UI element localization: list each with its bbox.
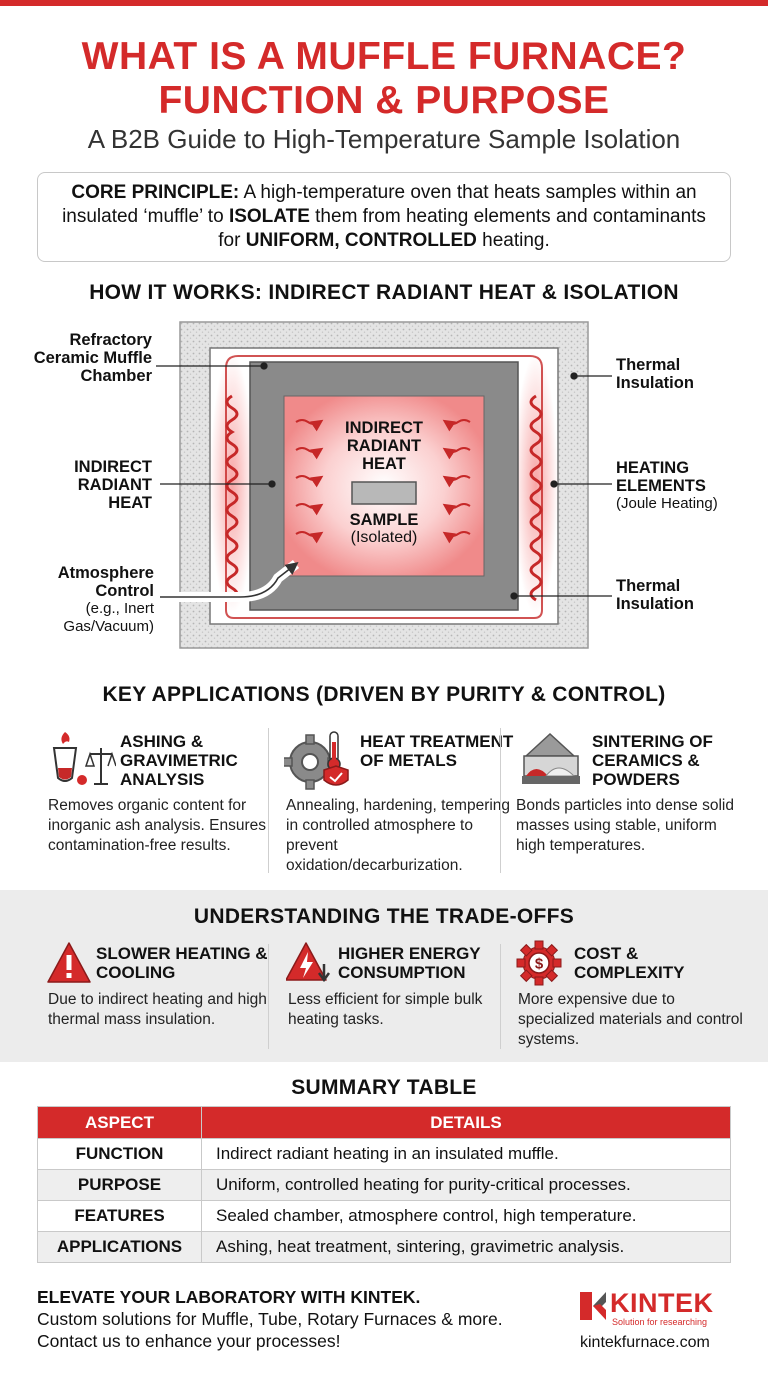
label-heating-sub: (Joule Heating) <box>616 495 718 512</box>
core-text-1: A high-temperature oven that heats sampl… <box>62 182 697 227</box>
label-atmosphere-sub: (e.g., Inert Gas/Vacuum) <box>63 600 154 635</box>
top-accent-bar <box>0 0 768 6</box>
tradeoff-slower-heating: SLOWER HEATING & COOLING Due to indirect… <box>40 940 280 1060</box>
energy-warning-icon <box>286 942 331 983</box>
tradeoff-energy-consumption: HIGHER ENERGY CONSUMPTION Less efficient… <box>280 940 520 1060</box>
tradeoff-title: HIGHER ENERGY CONSUMPTION <box>338 944 481 982</box>
summary-table: ASPECT DETAILS FUNCTION Indirect radiant… <box>37 1106 731 1263</box>
cost-gear-icon: $ <box>516 940 562 986</box>
powder-kiln-icon <box>522 732 580 784</box>
leader-lines <box>156 362 612 600</box>
kintek-logo: KINTEK Solution for researching <box>578 1288 738 1328</box>
label-indirect-heat-left: INDIRECT RADIANT HEAT <box>74 458 152 512</box>
tradeoff-cost-complexity: $ COST & COMPLEXITY More expensive due t… <box>510 940 750 1060</box>
table-row: FEATURES Sealed chamber, atmosphere cont… <box>37 1200 731 1232</box>
cta-line-2: Contact us to enhance your processes! <box>37 1331 341 1351</box>
core-emph-isolate: ISOLATE <box>228 206 310 227</box>
summary-heading: SUMMARY TABLE <box>291 1076 477 1099</box>
heating-coil-right <box>529 394 543 602</box>
brand-name: KINTEK <box>610 1288 714 1318</box>
website-link[interactable]: kintekfurnace.com <box>580 1334 710 1351</box>
tradeoff-title: COST & COMPLEXITY <box>574 944 685 982</box>
core-text-3: heating. <box>476 230 550 251</box>
application-title: HEAT TREATMENT OF METALS <box>360 732 514 770</box>
tradeoff-desc: Due to indirect heating and high thermal… <box>48 991 267 1028</box>
application-desc: Removes organic content for inorganic as… <box>48 797 266 854</box>
row-details: Uniform, controlled heating for purity-c… <box>201 1169 731 1201</box>
page-title-line-1: WHAT IS A MUFFLE FURNACE? <box>81 35 687 78</box>
tradeoff-desc: More expensive due to specialized materi… <box>518 991 743 1048</box>
application-title: ASHING & GRAVIMETRIC ANALYSIS <box>120 732 238 789</box>
cta-headline: ELEVATE YOUR LABORATORY WITH KINTEK. <box>37 1287 421 1307</box>
brand-tagline: Solution for researching <box>612 1317 708 1327</box>
divider <box>500 944 501 1049</box>
label-atmosphere-control: Atmosphere Control (e.g., Inert Gas/Vacu… <box>14 564 154 636</box>
core-principle-label: CORE PRINCIPLE: <box>71 182 240 203</box>
page-subtitle: A B2B Guide to High-Temperature Sample I… <box>87 124 681 154</box>
table-row: PURPOSE Uniform, controlled heating for … <box>37 1169 731 1201</box>
gear-thermometer-icon <box>284 731 349 790</box>
label-center-radiant-heat: INDIRECT RADIANT HEAT <box>345 419 423 473</box>
divider <box>268 944 269 1049</box>
label-thermal-insulation-bottom: Thermal Insulation <box>616 577 694 613</box>
application-heat-treatment: HEAT TREATMENT OF METALS Annealing, hard… <box>276 724 516 874</box>
application-desc: Annealing, hardening, tempering in contr… <box>286 797 511 874</box>
applications-heading: KEY APPLICATIONS (DRIVEN BY PURITY & CON… <box>102 683 666 706</box>
tradeoff-title: SLOWER HEATING & COOLING <box>96 944 268 982</box>
divider <box>268 728 269 873</box>
label-sample-sub: (Isolated) <box>350 529 418 546</box>
core-text-2: them from heating elements and contamina… <box>218 206 706 251</box>
tradeoffs-heading: UNDERSTANDING THE TRADE-OFFS <box>193 905 575 928</box>
row-aspect: APPLICATIONS <box>37 1231 202 1263</box>
col-aspect: ASPECT <box>37 1106 202 1139</box>
label-heating-elements: HEATING ELEMENTS (Joule Heating) <box>616 459 756 513</box>
sample-block <box>351 481 417 505</box>
summary-header-row: ASPECT DETAILS <box>37 1106 731 1139</box>
table-row: APPLICATIONS Ashing, heat treatment, sin… <box>37 1231 731 1263</box>
page-title-line-2: FUNCTION & PURPOSE <box>158 79 610 122</box>
footer-cta: ELEVATE YOUR LABORATORY WITH KINTEK. Cus… <box>37 1286 577 1352</box>
application-title: SINTERING OF CERAMICS & POWDERS <box>592 732 713 789</box>
row-details: Sealed chamber, atmosphere control, high… <box>201 1200 731 1232</box>
core-principle-box: CORE PRINCIPLE: A high-temperature oven … <box>37 172 731 262</box>
atmosphere-inlet-arrow <box>160 562 299 598</box>
row-aspect: FEATURES <box>37 1200 202 1232</box>
heating-coil-left <box>225 394 239 602</box>
row-aspect: FUNCTION <box>37 1138 202 1170</box>
flask-scale-icon <box>52 732 116 785</box>
row-details: Ashing, heat treatment, sintering, gravi… <box>201 1231 731 1263</box>
application-sintering: SINTERING OF CERAMICS & POWDERS Bonds pa… <box>506 724 746 874</box>
tradeoffs-section <box>0 890 768 1062</box>
col-details: DETAILS <box>201 1106 731 1139</box>
row-details: Indirect radiant heating in an insulated… <box>201 1138 731 1170</box>
core-emph-uniform: UNIFORM, CONTROLLED <box>245 230 477 251</box>
cta-line-1: Custom solutions for Muffle, Tube, Rotar… <box>37 1309 503 1329</box>
radiant-heat-arrows-left <box>295 419 324 544</box>
label-muffle-chamber: Refractory Ceramic Muffle Chamber <box>33 331 152 385</box>
svg-text:$: $ <box>535 956 544 973</box>
application-ashing: ASHING & GRAVIMETRIC ANALYSIS Removes or… <box>38 724 278 874</box>
kintek-logo-icon <box>580 1292 606 1320</box>
divider <box>500 728 501 873</box>
label-thermal-insulation-top: Thermal Insulation <box>616 356 694 392</box>
application-desc: Bonds particles into dense solid masses … <box>516 797 734 854</box>
warning-icon <box>47 942 91 983</box>
label-sample: SAMPLE (Isolated) <box>324 511 444 547</box>
muffle-furnace-diagram <box>156 321 612 649</box>
radiant-heat-arrows-right <box>442 419 471 544</box>
table-row: FUNCTION Indirect radiant heating in an … <box>37 1138 731 1170</box>
tradeoff-desc: Less efficient for simple bulk heating t… <box>288 991 483 1028</box>
row-aspect: PURPOSE <box>37 1169 202 1201</box>
how-it-works-heading: HOW IT WORKS: INDIRECT RADIANT HEAT & IS… <box>89 281 679 304</box>
